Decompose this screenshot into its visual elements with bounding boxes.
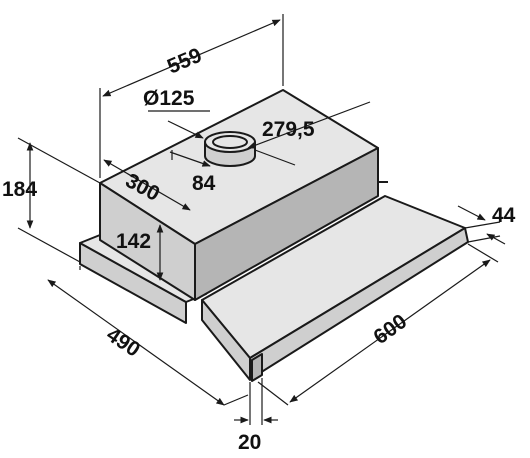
dim-20-label: 20: [238, 431, 261, 454]
dim-duct-diameter-label: Ø125: [143, 87, 195, 110]
dim-142-label: 142: [116, 230, 151, 253]
dim-600-label: 600: [369, 310, 411, 349]
duct-collar: [204, 131, 256, 167]
dim-490-label: 490: [102, 323, 144, 362]
dim-44-label: 44: [492, 204, 516, 227]
dimension-lines: [17, 14, 506, 425]
dim-184-label: 184: [2, 178, 37, 201]
dim-279-5-label: 279,5: [262, 118, 315, 141]
dim-84-label: 84: [192, 172, 216, 195]
dimension-labels: 559 Ø125 279,5 184 300 84 142 490 600 44…: [2, 44, 516, 454]
front-panel-face: [251, 353, 263, 382]
dim-559-label: 559: [164, 44, 205, 79]
